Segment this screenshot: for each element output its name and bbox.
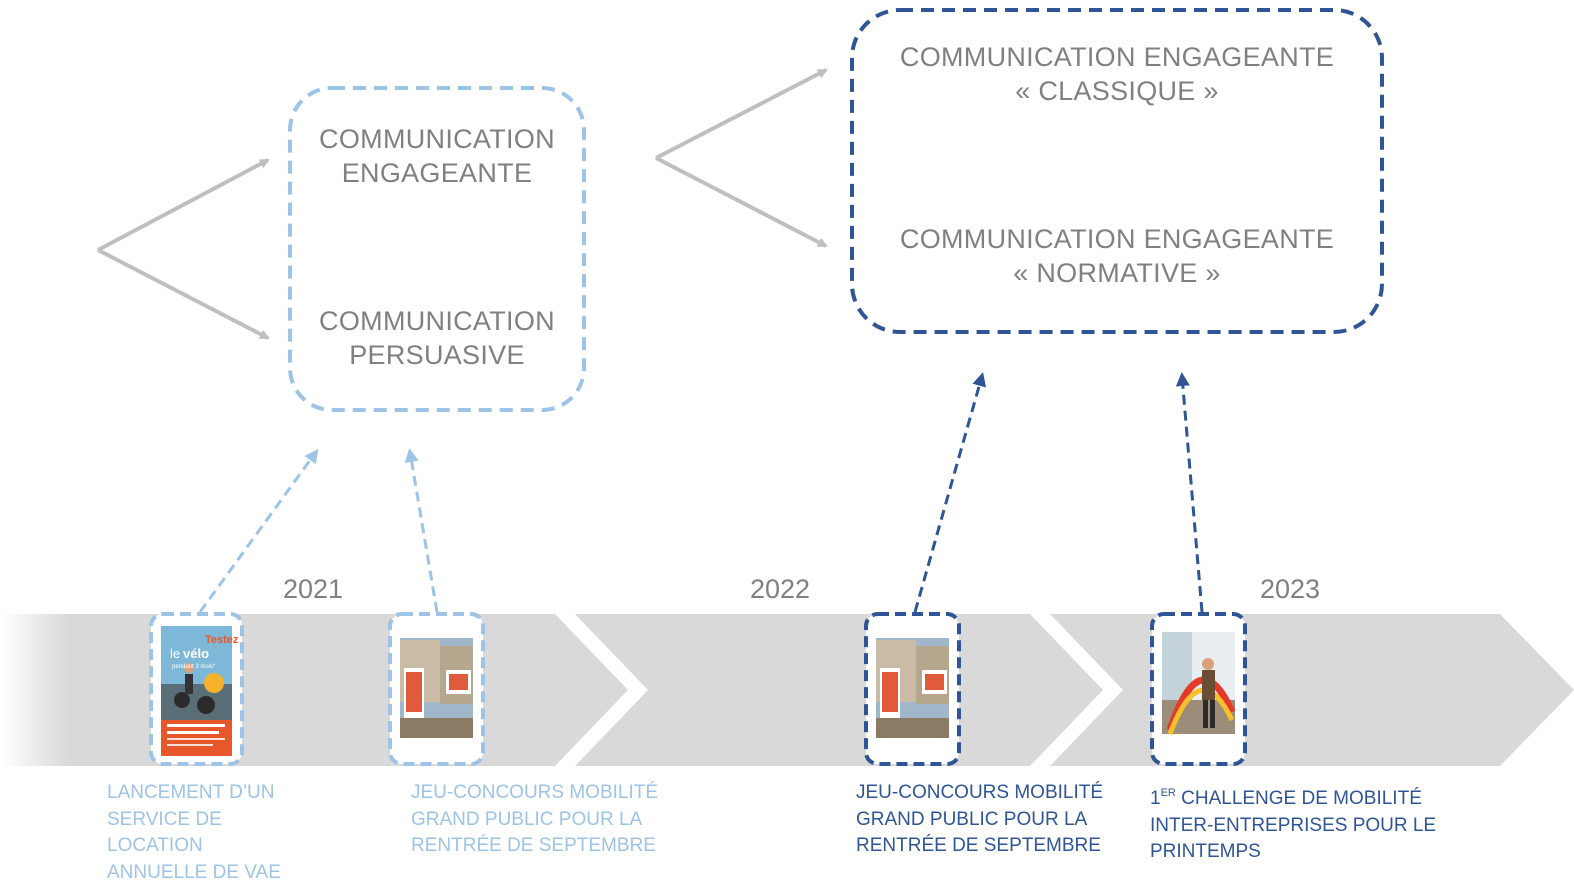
label-communication: COMMUNICATION xyxy=(319,124,555,154)
label-persuasive: PERSUASIVE xyxy=(349,340,525,370)
box-2021-frame xyxy=(288,86,586,412)
poster-brand-a: le xyxy=(170,646,180,661)
caption-challenge-ordinal: 1 xyxy=(1150,788,1161,809)
poster-title: Testez xyxy=(205,634,239,646)
poster-thumbnail: Testez le vélo pendant 3 mois* xyxy=(161,626,239,756)
caption-challenge-2023: 1ER CHALLENGE DE MOBILITÉ INTER-ENTREPRI… xyxy=(1150,780,1470,866)
year-2021: 2021 xyxy=(283,574,344,604)
caption-challenge-text: CHALLENGE DE MOBILITÉ INTER-ENTREPRISES … xyxy=(1150,788,1437,862)
band-segment-2023 xyxy=(1050,614,1574,766)
poster-subtitle: pendant 3 mois* xyxy=(172,664,216,670)
label-communication-2: COMMUNICATION xyxy=(319,306,555,336)
caption-challenge-sup: ER xyxy=(1160,787,1176,799)
label-classique: « CLASSIQUE » xyxy=(1015,76,1219,106)
connector-arrows xyxy=(198,372,1204,613)
band-segment-2021 xyxy=(0,614,628,766)
band-segment-2022 xyxy=(575,614,1103,766)
challenge-photo-thumbnail xyxy=(1162,632,1236,735)
branch-arrows-left xyxy=(97,158,270,340)
label-normative: « NORMATIVE » xyxy=(1013,258,1221,288)
box-2022-upper-text: COMMUNICATION ENGAGEANTE « CLASSIQUE » xyxy=(852,40,1382,108)
year-2022: 2022 xyxy=(750,574,811,604)
box-2022-frame xyxy=(850,8,1384,334)
label-communication-engageante: COMMUNICATION ENGAGEANTE xyxy=(899,42,1335,72)
box-2021-lower-text: COMMUNICATION PERSUASIVE xyxy=(290,304,584,372)
caption-jeu-concours-2021: JEU-CONCOURS MOBILITÉ GRAND PUBLIC POUR … xyxy=(411,782,659,856)
street-photo-thumbnail-2 xyxy=(876,638,949,738)
box-2021-upper-text: COMMUNICATION ENGAGEANTE xyxy=(290,122,584,190)
label-engageante: ENGAGEANTE xyxy=(341,158,533,188)
branch-arrows-right xyxy=(655,68,828,248)
caption-location-vae: LANCEMENT D’UN SERVICE DE LOCATION ANNUE… xyxy=(107,782,281,883)
poster-brand-b: vélo xyxy=(183,646,209,661)
year-2023: 2023 xyxy=(1260,574,1321,604)
box-2022-lower-text: COMMUNICATION ENGAGEANTE « NORMATIVE » xyxy=(852,222,1382,290)
label-communication-engageante-2: COMMUNICATION ENGAGEANTE xyxy=(899,224,1335,254)
street-photo-thumbnail-1 xyxy=(400,638,473,738)
caption-jeu-concours-2022: JEU-CONCOURS MOBILITÉ GRAND PUBLIC POUR … xyxy=(856,782,1104,856)
